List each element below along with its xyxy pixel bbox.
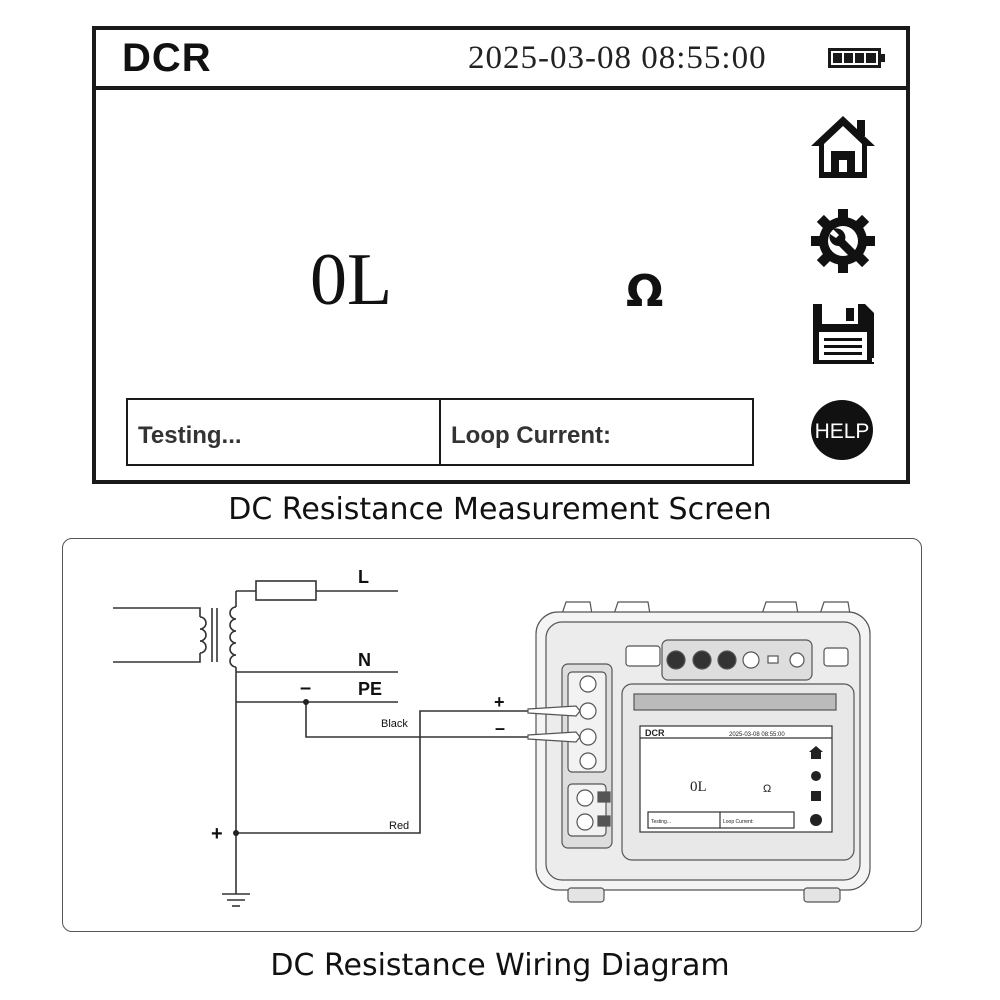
datetime: 2025-03-08 08:55:00 [468, 40, 767, 76]
label-minus-terminal: – [495, 718, 505, 738]
mode-title: DCR [122, 36, 212, 80]
resistance-reading: 0L [310, 239, 393, 321]
device-unit: Ω [763, 783, 771, 795]
wiring-diagram-frame [62, 538, 922, 932]
junction-pe [303, 699, 309, 705]
label-pe: PE [358, 679, 382, 699]
device-status-testing: Testing... [651, 819, 671, 825]
diagram-caption: DC Resistance Wiring Diagram [270, 948, 730, 983]
measurement-screen: DCR 2025-03-08 08:55:00 0L Ω Testing... … [92, 26, 910, 484]
device-status-loop-current: Loop Current: [723, 819, 754, 825]
wire-label-red: Red [389, 820, 409, 832]
help-icon[interactable]: HELP [808, 398, 876, 462]
status-bar: Testing... Loop Current: [126, 398, 754, 466]
screen-caption: DC Resistance Measurement Screen [228, 492, 772, 527]
device-datetime: 2025-03-08 08:55:00 [729, 732, 785, 738]
unit-ohm: Ω [626, 266, 664, 317]
home-icon[interactable] [808, 112, 878, 182]
transformer-and-lines [113, 580, 528, 907]
settings-icon[interactable] [808, 206, 878, 276]
battery-icon [828, 48, 885, 68]
screen-header: DCR 2025-03-08 08:55:00 [96, 30, 906, 90]
label-l: L [358, 567, 369, 587]
status-testing: Testing... [128, 400, 441, 464]
tester-device [527, 601, 871, 903]
label-plus-earth: + [211, 823, 223, 845]
label-plus-terminal: + [494, 692, 505, 712]
junction-earth [233, 830, 239, 836]
status-loop-current: Loop Current: [451, 422, 611, 449]
device-mode: DCR [645, 728, 665, 738]
save-floppy-icon[interactable] [808, 300, 878, 368]
label-minus-pe: – [300, 677, 311, 699]
device-reading: 0L [690, 779, 707, 795]
help-label: HELP [815, 420, 870, 443]
label-n: N [358, 650, 371, 670]
wire-label-black: Black [381, 718, 408, 730]
